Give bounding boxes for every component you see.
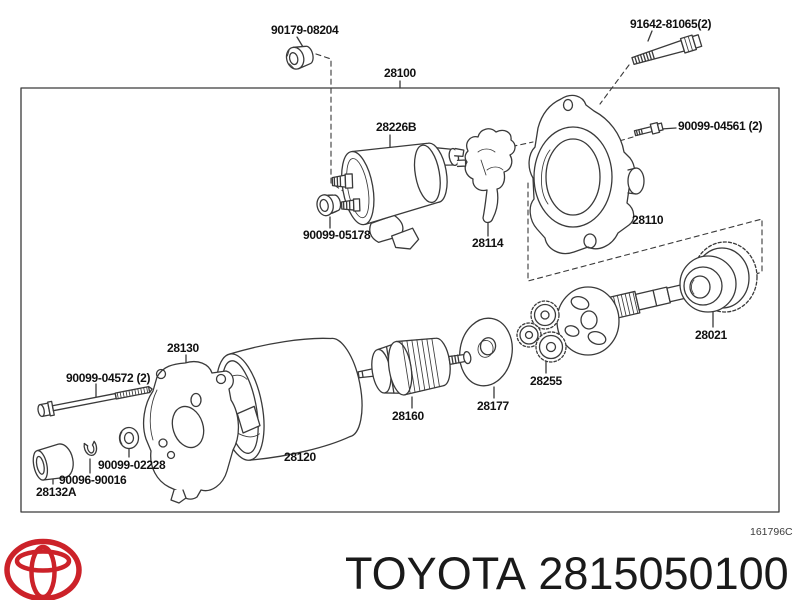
part-drawing-28226B [331, 142, 467, 250]
part-drawing-28110 [528, 94, 645, 255]
label-28130: 28130 [167, 341, 199, 355]
part-drawing-28021 [679, 241, 758, 313]
part-drawing-28177 [459, 317, 513, 387]
part-drawing-90179-08204 [285, 45, 314, 70]
toyota-logo-icon [4, 538, 82, 600]
label-28021: 28021 [695, 328, 727, 342]
label-28226B: 28226B [376, 120, 417, 134]
label-28255: 28255 [530, 374, 562, 388]
label-90179-08204: 90179-08204 [271, 23, 339, 37]
label-28110: 28110 [632, 213, 664, 227]
part-drawing-28160 [357, 337, 472, 396]
label-91642-81065: 91642-81065(2) [630, 17, 712, 31]
part-drawing-91642-81065 [631, 34, 703, 65]
part-drawing-90099-04572 [37, 385, 153, 418]
label-28114: 28114 [472, 236, 504, 250]
label-28177: 28177 [477, 399, 509, 413]
part-number-text: 2815050100 [538, 548, 789, 599]
part-drawing-90099-02228 [118, 426, 140, 450]
part-drawing-90099-04561 [633, 121, 664, 137]
label-28132A: 28132A [36, 485, 77, 499]
part-drawing-90096-90016 [83, 440, 98, 456]
drawing-code: 161796C [750, 526, 793, 538]
label-90099-05178: 90099-05178 [303, 228, 371, 242]
footer-space [526, 548, 539, 599]
part-drawing-28114 [464, 128, 516, 224]
part-drawing-90099-05178 [316, 194, 342, 217]
label-28160: 28160 [392, 409, 424, 423]
label-28120: 28120 [284, 450, 316, 464]
part-drawing-28255 [516, 300, 567, 363]
label-90099-04572: 90099-04572 (2) [66, 371, 151, 385]
label-90099-02228: 90099-02228 [98, 458, 166, 472]
part-drawing-28132A [32, 443, 74, 481]
label-90096-90016: 90096-90016 [59, 473, 127, 487]
part-drawing-28130 [142, 360, 240, 504]
footer-part-title: TOYOTA 2815050100 [345, 551, 789, 596]
brand-text: TOYOTA [345, 548, 526, 599]
label-28100: 28100 [384, 66, 416, 80]
label-90099-04561: 90099-04561 (2) [678, 119, 763, 133]
